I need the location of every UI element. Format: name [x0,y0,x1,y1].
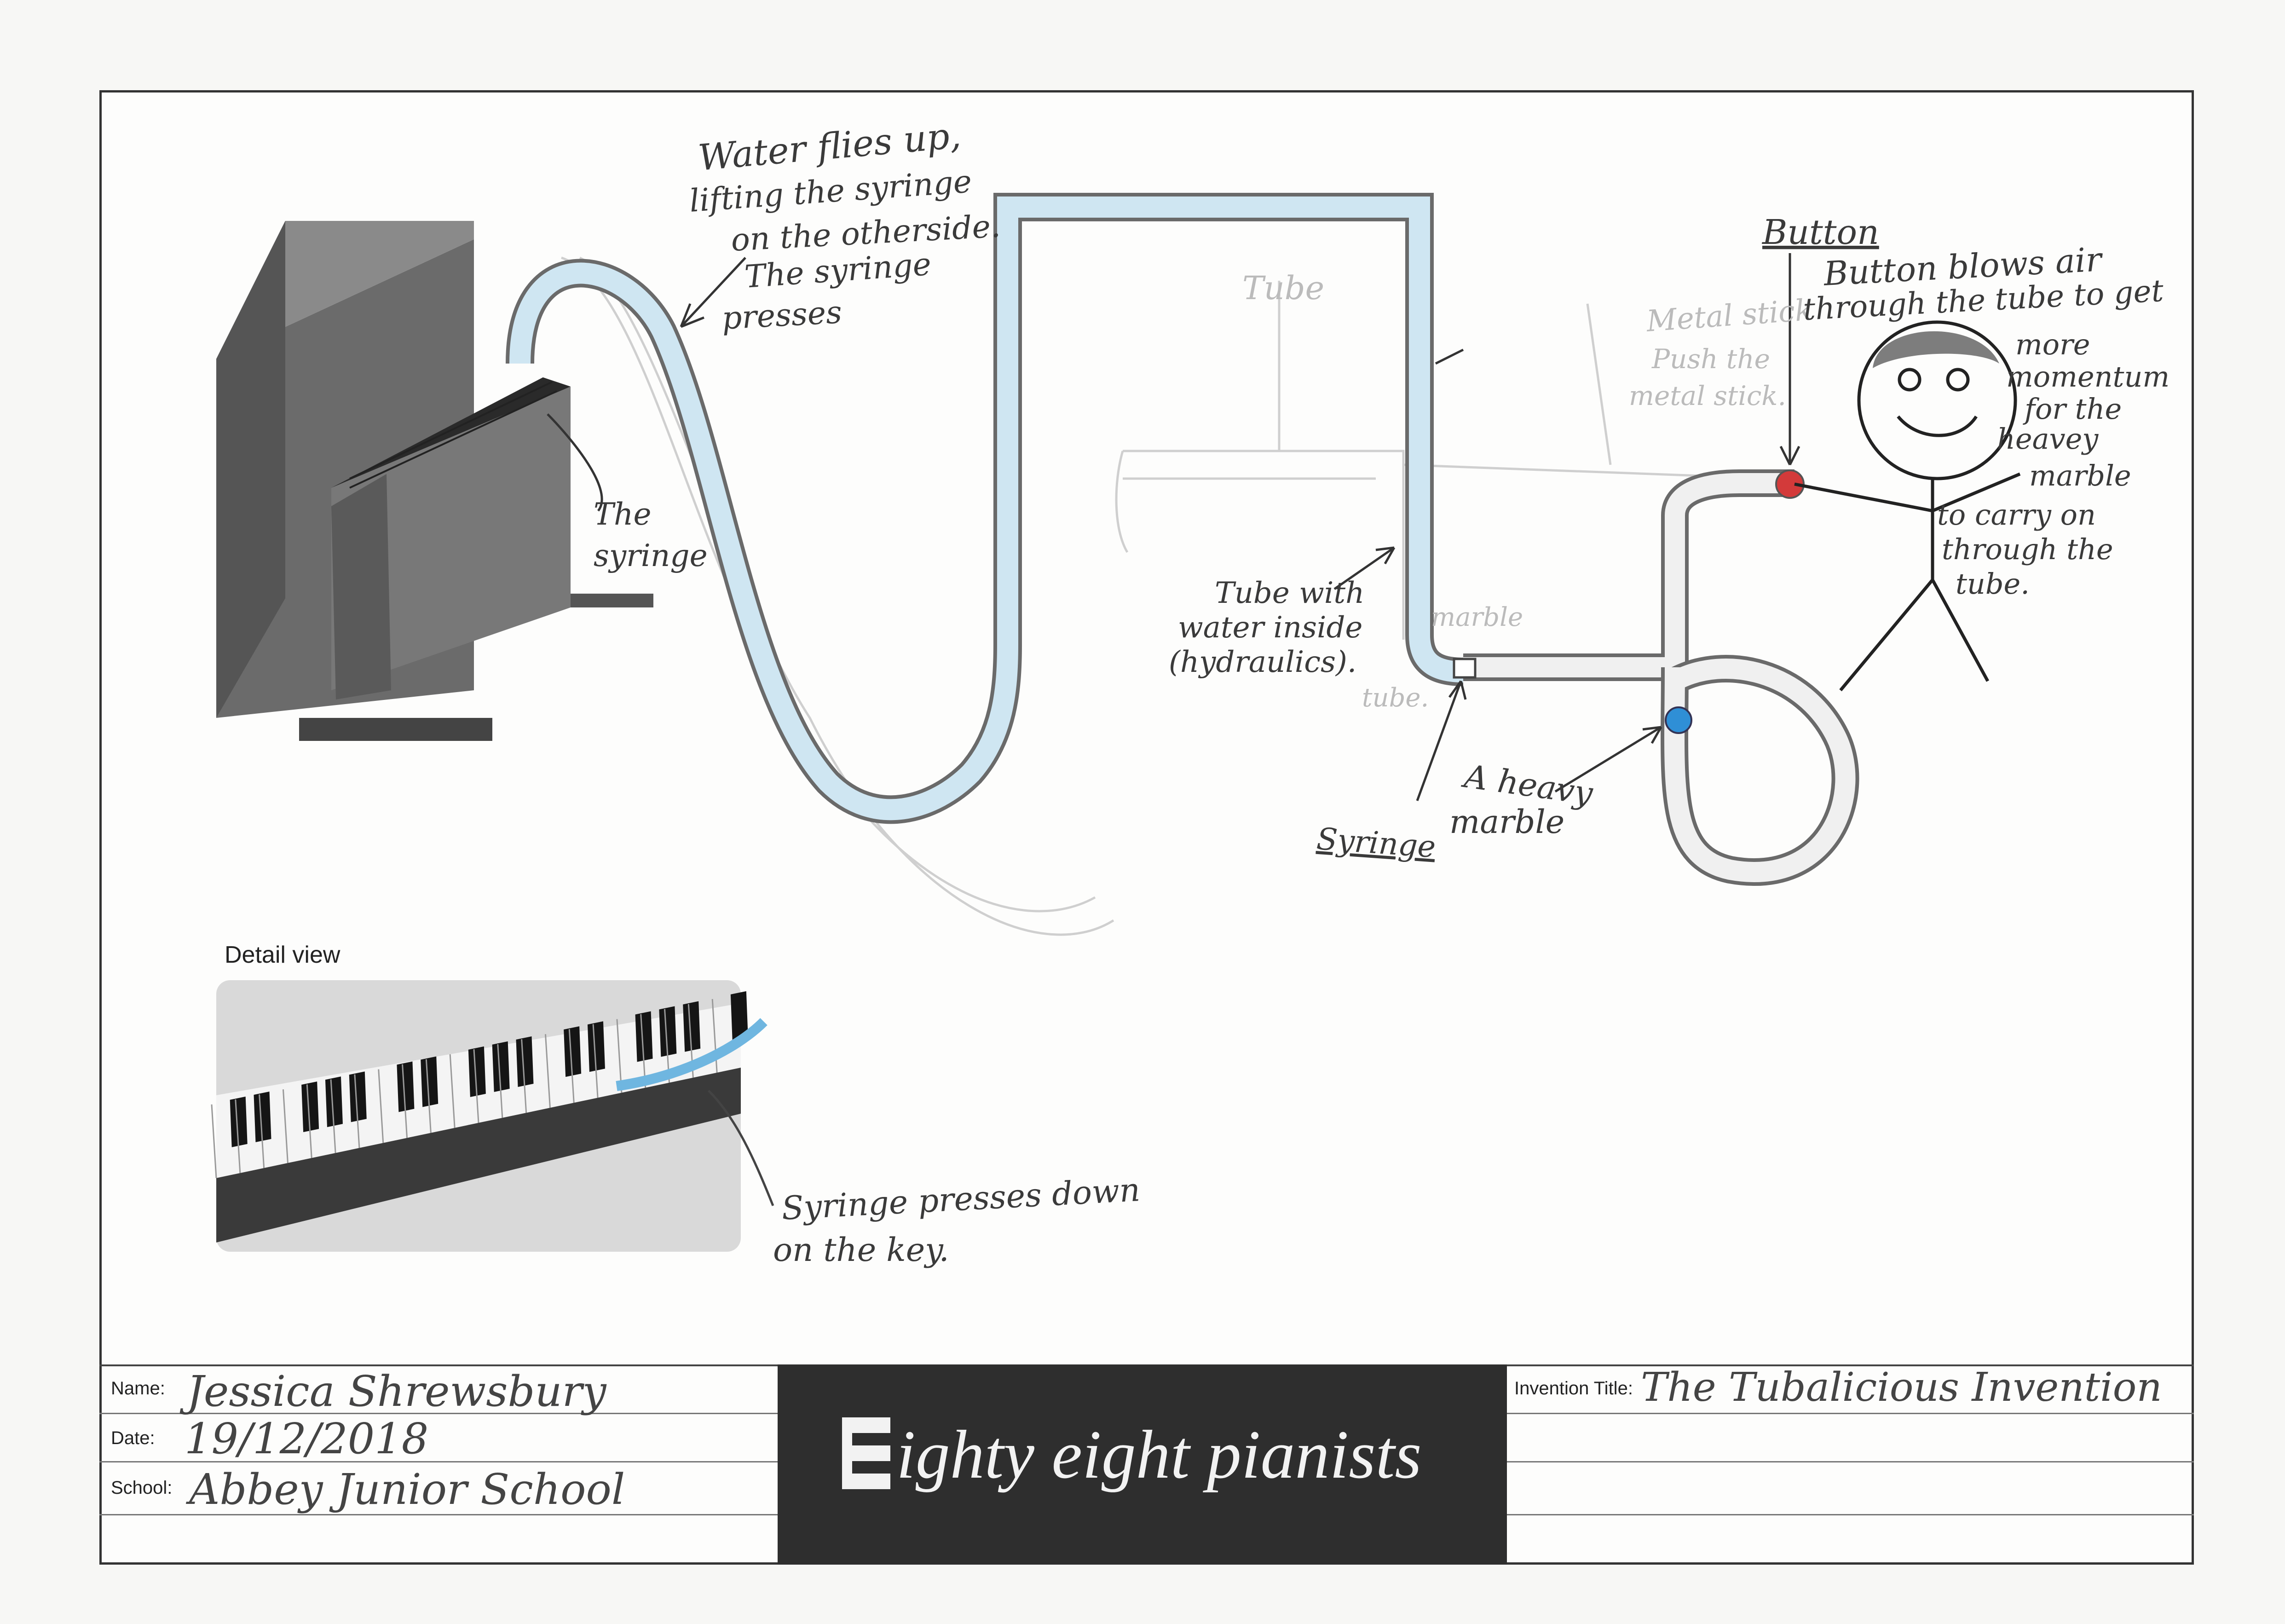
white-key-divider [354,1074,360,1148]
white-key-divider [473,1049,479,1123]
heavy-marble-part [1665,706,1692,734]
water-tube [506,193,1464,824]
marble-tube-faint-line-2: tube. [1362,683,1429,713]
the-syringe-line-1: The [594,497,652,532]
black-key [516,1036,534,1087]
tube-water-line-2: water inside [1178,611,1362,645]
school-label: School: [111,1478,173,1498]
white-key-divider [378,1069,384,1143]
metal-stick-line-2: Push the [1651,343,1770,375]
black-key [301,1081,319,1133]
button-label: Button [1761,213,1879,252]
piano-keys-e-icon [842,1417,890,1489]
black-key [635,1011,653,1062]
logo-wordmark: ighty eight pianists [896,1416,1422,1493]
white-key-divider [402,1064,408,1138]
school-value: Abbey Junior School [189,1465,625,1514]
water-flies-line-5: presses [721,294,843,337]
button-blows-line-9: through the [1942,532,2113,566]
button-blows-line-3: more [2015,328,2090,361]
black-key [564,1026,582,1077]
black-key [421,1056,439,1107]
keyboard-keys [211,991,748,1179]
tube-faint-label: Tube [1242,269,1324,307]
the-syringe-line-2: syringe [594,538,708,573]
black-key [587,1021,605,1072]
name-label: Name: [111,1378,165,1399]
rule-name [99,1413,778,1414]
button-blows-line-8: to carry on [1937,498,2096,532]
detail-view-image [211,980,774,1252]
annotation-arrows [547,253,1800,801]
white-key-divider [211,1104,217,1179]
white-key-divider [568,1029,575,1103]
button-blows-line-6: heavey [1997,422,2099,456]
black-key [730,991,748,1042]
tube-water-line-3: (hydraulics). [1169,645,1356,679]
marble-tube-faint-line-1: marble [1431,602,1523,632]
white-key-divider [449,1054,456,1128]
hair-icon [1873,331,1999,368]
syringe-label: Syringe [1316,821,1437,865]
black-key [468,1046,486,1097]
date-label: Date: [111,1428,155,1448]
rule-invention [1507,1413,2194,1414]
white-key-divider [640,1014,646,1088]
black-key [397,1061,415,1112]
button-red-part [1775,469,1805,499]
white-key-divider [425,1059,432,1133]
name-value: Jessica Shrewsbury [187,1367,606,1416]
button-blows-line-4: momentum [2006,360,2170,393]
date-value: 19/12/2018 [185,1414,429,1463]
rule-school [99,1514,778,1515]
rule-invention-3 [1507,1514,2194,1515]
syringe-presses-line-2: on the key. [773,1231,949,1269]
rule-invention-2 [1507,1461,2194,1462]
white-key-divider [282,1089,289,1163]
white-key-divider [544,1034,551,1108]
black-key [254,1092,271,1142]
black-key [683,1001,701,1052]
button-blows-line-5: for the [2023,392,2122,426]
metal-stick-line-3: metal stick. [1629,380,1786,411]
marble-tube [1463,469,1859,886]
black-key [230,1096,248,1147]
invention-title-value: The Tubalicious Invention [1641,1364,2162,1410]
invention-title-label: Invention Title: [1514,1378,1633,1399]
logo-panel: ighty eight pianists [778,1364,1507,1565]
black-key [349,1071,367,1122]
white-key-divider [259,1094,265,1168]
metal-stick-line-1: Metal stick [1645,293,1814,339]
tube-water-line-1: Tube with [1215,576,1364,610]
white-key-divider [306,1084,312,1158]
white-key-divider [592,1024,599,1098]
white-key-divider [235,1099,241,1173]
black-key [659,1006,677,1057]
heavy-marble-line-2: marble [1449,803,1564,841]
black-key [325,1076,343,1127]
syringe-part [1453,658,1477,679]
syringe-presses-line-1: Syringe presses down [781,1171,1141,1227]
button-blows-line-10: tube. [1956,567,2030,601]
white-key-divider [497,1044,503,1118]
white-key-divider [521,1039,527,1113]
button-blows-line-7: marble [2029,459,2131,492]
white-key-divider [330,1079,336,1153]
piano-sketch [216,221,653,741]
title-block: Name: Jessica Shrewsbury Date: 19/12/201… [99,1364,2194,1565]
detail-view-title: Detail view [225,942,340,968]
black-key [492,1041,510,1092]
stick-figure [1794,320,2021,692]
rule-date [99,1461,778,1462]
